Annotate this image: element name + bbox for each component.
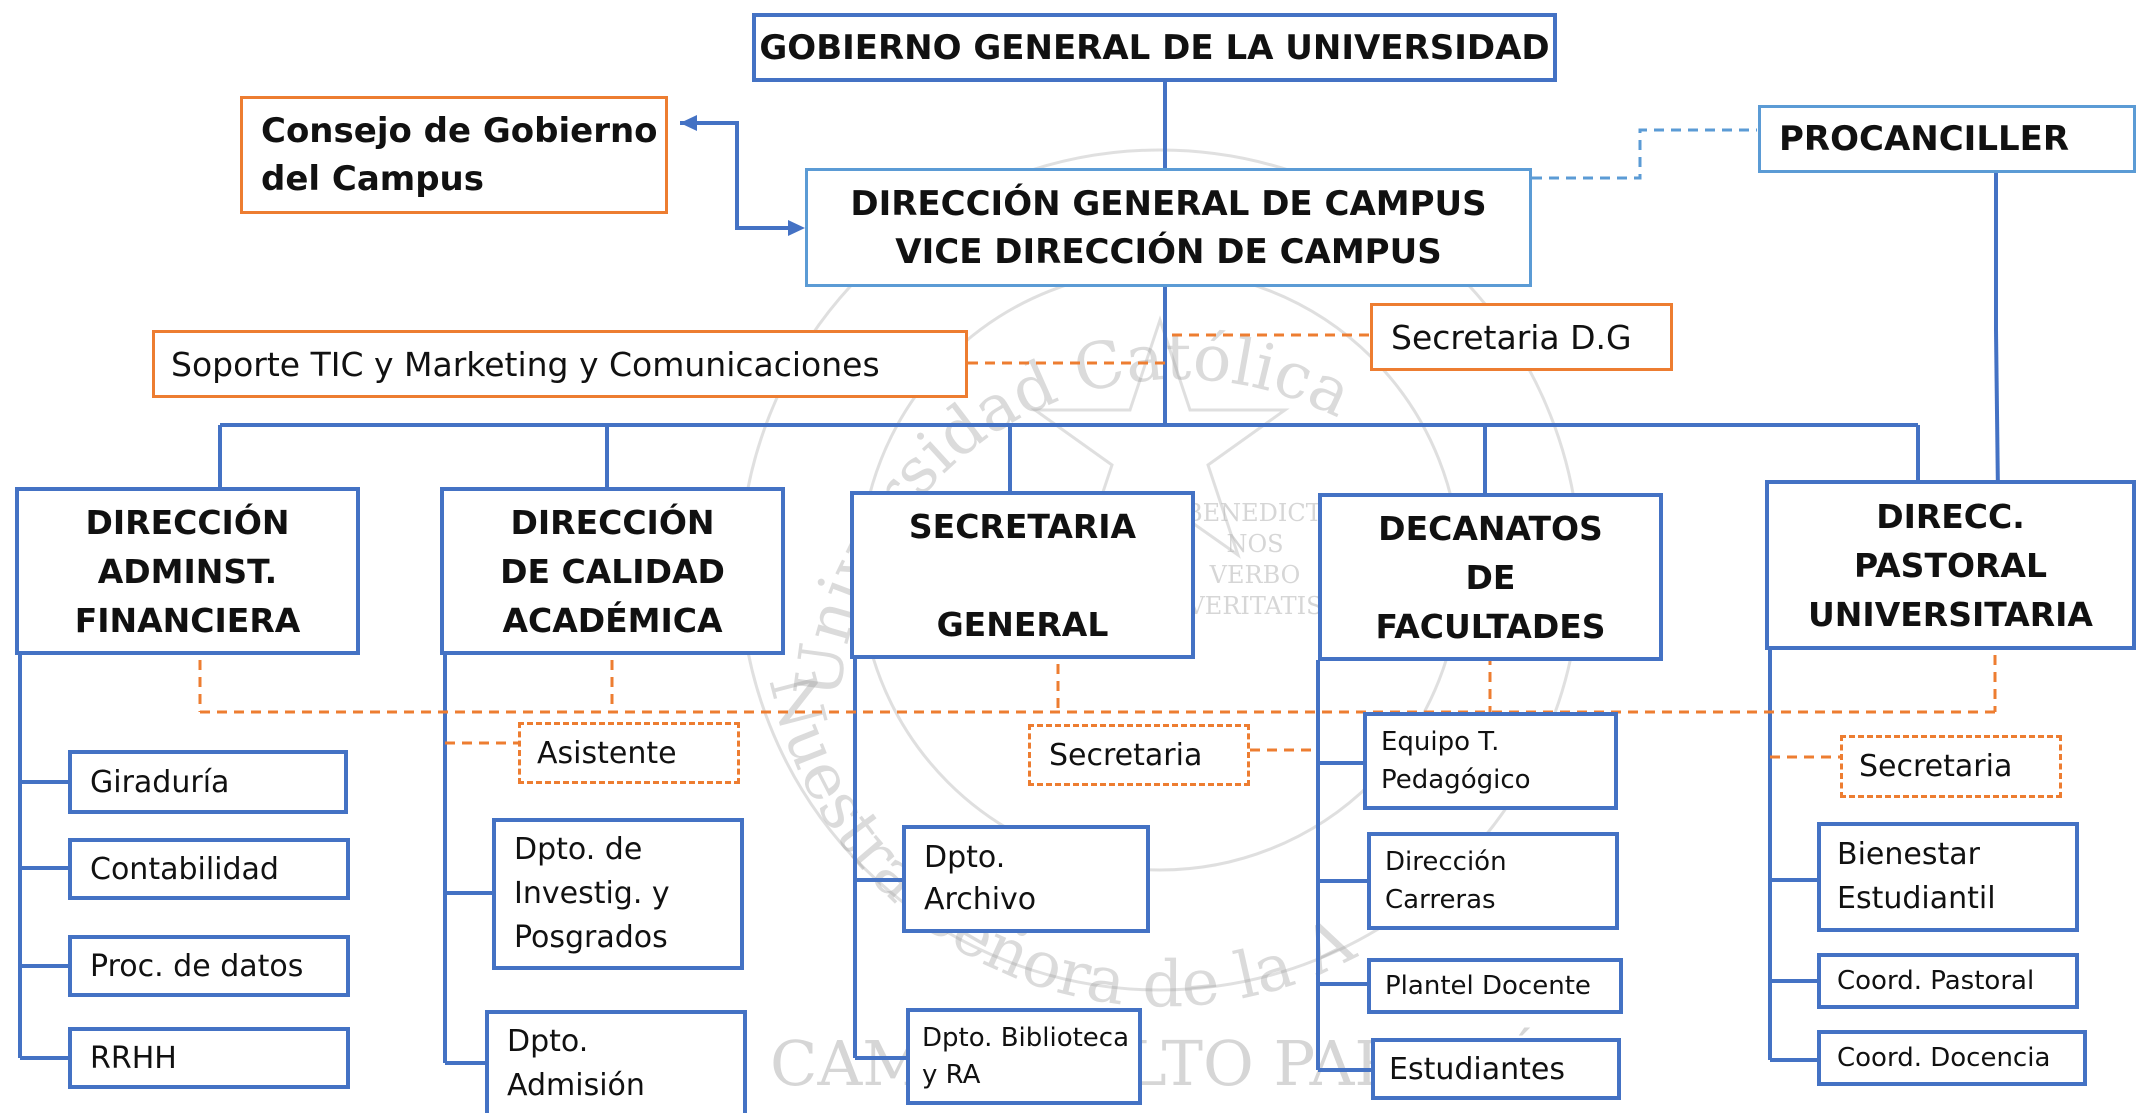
- soporte-tic-box: Soporte TIC y Marketing y Comunicaciones: [152, 330, 968, 398]
- direccion-admin-financiera-box: DIRECCIÓN ADMINST. FINANCIERA: [15, 487, 360, 655]
- direccion-general-box: DIRECCIÓN GENERAL DE CAMPUS VICE DIRECCI…: [805, 168, 1532, 287]
- dpto-archivo-box: Dpto. Archivo: [902, 825, 1150, 933]
- equipo-pedagogico-box: Equipo T. Pedagógico: [1363, 712, 1618, 810]
- dpto-investigacion-box: Dpto. de Investig. y Posgrados: [492, 818, 744, 970]
- secretaria-dg-box: Secretaria D.G: [1370, 303, 1673, 371]
- dpto-admision-box: Dpto. Admisión: [485, 1010, 747, 1113]
- coord-pastoral-box: Coord. Pastoral: [1817, 953, 2079, 1009]
- direccion-pastoral-box: DIRECC. PASTORAL UNIVERSITARIA: [1765, 480, 2136, 650]
- asistente-box: Asistente: [518, 722, 740, 784]
- proc-datos-box: Proc. de datos: [68, 935, 350, 997]
- dpto-biblioteca-box: Dpto. Biblioteca y RA: [906, 1008, 1142, 1105]
- direccion-calidad-academica-box: DIRECCIÓN DE CALIDAD ACADÉMICA: [440, 487, 785, 655]
- estudiantes-box: Estudiantes: [1371, 1038, 1621, 1100]
- procanciller-box: PROCANCILLER: [1758, 105, 2136, 173]
- gobierno-general-box: GOBIERNO GENERAL DE LA UNIVERSIDAD: [752, 13, 1557, 82]
- direccion-carreras-box: Dirección Carreras: [1367, 832, 1619, 930]
- bienestar-estudiantil-box: Bienestar Estudiantil: [1817, 822, 2079, 932]
- decanatos-facultades-box: DECANATOS DE FACULTADES: [1318, 493, 1663, 661]
- secretaria-general-secretaria-box: Secretaria: [1028, 724, 1250, 786]
- rrhh-box: RRHH: [68, 1027, 350, 1089]
- giraduria-box: Giraduría: [68, 750, 348, 814]
- coord-docencia-box: Coord. Docencia: [1817, 1030, 2087, 1086]
- contabilidad-box: Contabilidad: [68, 838, 350, 900]
- consejo-gobierno-box: Consejo de Gobierno del Campus: [240, 96, 668, 214]
- secretaria-general-box: SECRETARIA GENERAL: [850, 491, 1195, 659]
- plantel-docente-box: Plantel Docente: [1367, 958, 1623, 1014]
- pastoral-secretaria-box: Secretaria: [1840, 735, 2062, 798]
